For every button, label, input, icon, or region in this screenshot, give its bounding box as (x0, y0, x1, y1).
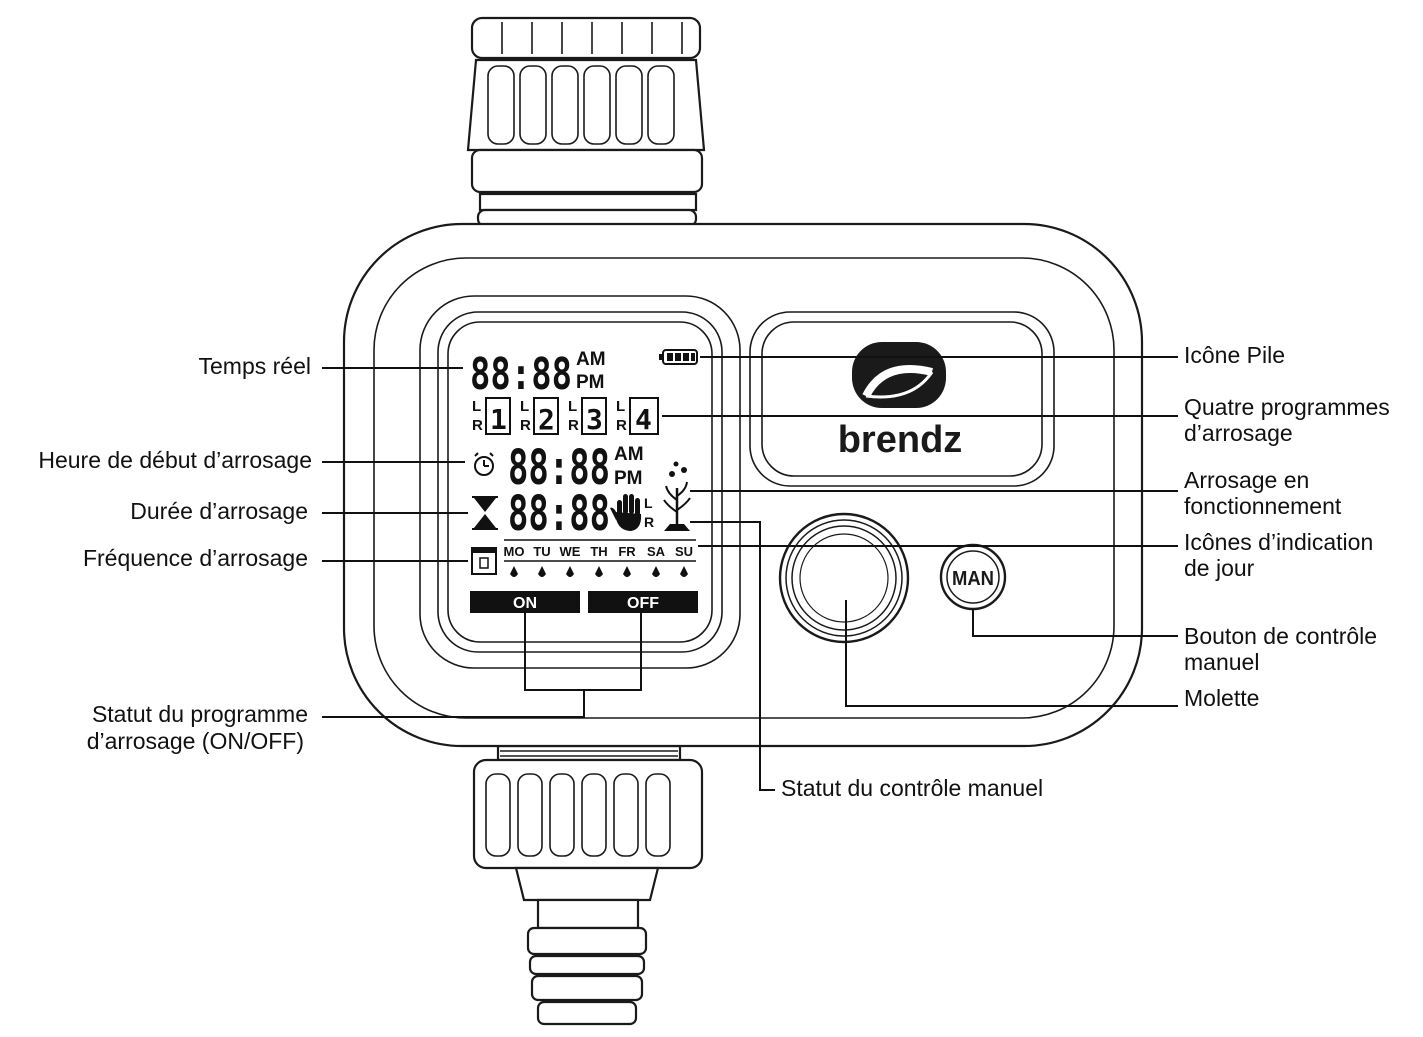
lcd-am-start: AM (614, 444, 644, 465)
program-number: 4 (635, 403, 652, 436)
program-2-indicator: L R 2 (520, 397, 559, 436)
lcd-am: AM (576, 349, 606, 370)
water-drops-icon (669, 461, 687, 477)
manual-l: L (644, 495, 653, 511)
day-indicators: MO TU WE TH FR SA SU (504, 539, 696, 577)
program-4-indicator: L R 4 (616, 397, 659, 436)
calendar-icon (471, 547, 497, 575)
label-frequence: Fréquence d’arrosage (83, 545, 308, 571)
manual-r: R (644, 514, 654, 530)
hand-icon (610, 494, 642, 531)
label-bouton-manuel-line2: manuel (1184, 649, 1259, 675)
day-sa: SA (647, 544, 666, 559)
control-knob[interactable] (778, 512, 910, 644)
label-temps-reel: Temps réel (199, 353, 311, 379)
label-statut-controle-manuel: Statut du contrôle manuel (781, 775, 1043, 801)
program-1-indicator: L R 1 (472, 397, 511, 436)
day-mo: MO (504, 544, 525, 559)
brendz-logo-icon (852, 342, 946, 408)
label-arrosage-fonctionnement-line2: fonctionnement (1184, 493, 1342, 519)
top-connector (466, 16, 706, 228)
day-su: SU (675, 544, 693, 559)
lr-l: L (568, 398, 577, 415)
label-arrosage-fonctionnement-line1: Arrosage en (1184, 467, 1309, 493)
lcd-clock: 88:88 (470, 349, 572, 400)
plant-watering-icon (663, 481, 691, 531)
lr-r: R (616, 417, 627, 434)
manual-button-label: MAN (952, 568, 994, 590)
label-statut-programme-line1: Statut du programme (92, 701, 308, 727)
lcd-screen (419, 295, 741, 669)
lr-r: R (568, 417, 579, 434)
label-bouton-manuel-line1: Bouton de contrôle (1184, 623, 1377, 649)
bottom-connector (472, 744, 704, 1026)
brand-name: brendz (838, 419, 963, 461)
hourglass-icon (472, 496, 498, 530)
logo-panel: brendz (749, 311, 1055, 487)
label-icones-jour-line1: Icônes d’indication (1184, 529, 1373, 555)
label-duree: Durée d’arrosage (130, 498, 308, 524)
timer-body (342, 222, 1144, 748)
label-heure-debut: Heure de début d’arrosage (38, 447, 312, 473)
label-molette: Molette (1184, 685, 1259, 711)
lr-r: R (472, 417, 483, 434)
label-statut-programme-line2: d’arrosage (ON/OFF) (87, 728, 304, 754)
off-bar (588, 591, 698, 613)
label-quatre-programmes-line2: d’arrosage (1184, 420, 1293, 446)
program-number: 2 (538, 403, 555, 436)
lr-r: R (520, 417, 531, 434)
lcd-pm-start: PM (614, 468, 643, 489)
program-number: 3 (586, 403, 603, 436)
day-tu: TU (533, 544, 550, 559)
label-icones-jour-line2: de jour (1184, 555, 1255, 581)
alarm-clock-icon (474, 452, 494, 476)
on-label: ON (513, 595, 537, 612)
lr-l: L (520, 398, 529, 415)
lcd-pm: PM (576, 372, 605, 393)
manual-button[interactable]: MAN (939, 543, 1007, 611)
off-label: OFF (627, 595, 659, 612)
on-bar (470, 591, 580, 613)
program-3-indicator: L R 3 (568, 397, 607, 436)
program-number: 1 (490, 403, 507, 436)
day-fr: FR (618, 544, 636, 559)
lr-l: L (616, 398, 625, 415)
battery-icon (659, 349, 698, 365)
day-we: WE (560, 544, 581, 559)
lcd-start-time: 88:88 (508, 440, 610, 496)
label-icone-pile: Icône Pile (1184, 342, 1285, 368)
day-th: TH (590, 544, 607, 559)
lcd-duration: 88:88 (508, 486, 610, 542)
leader-lines (322, 356, 1178, 791)
label-quatre-programmes-line1: Quatre programmes (1184, 394, 1390, 420)
lr-l: L (472, 398, 481, 415)
